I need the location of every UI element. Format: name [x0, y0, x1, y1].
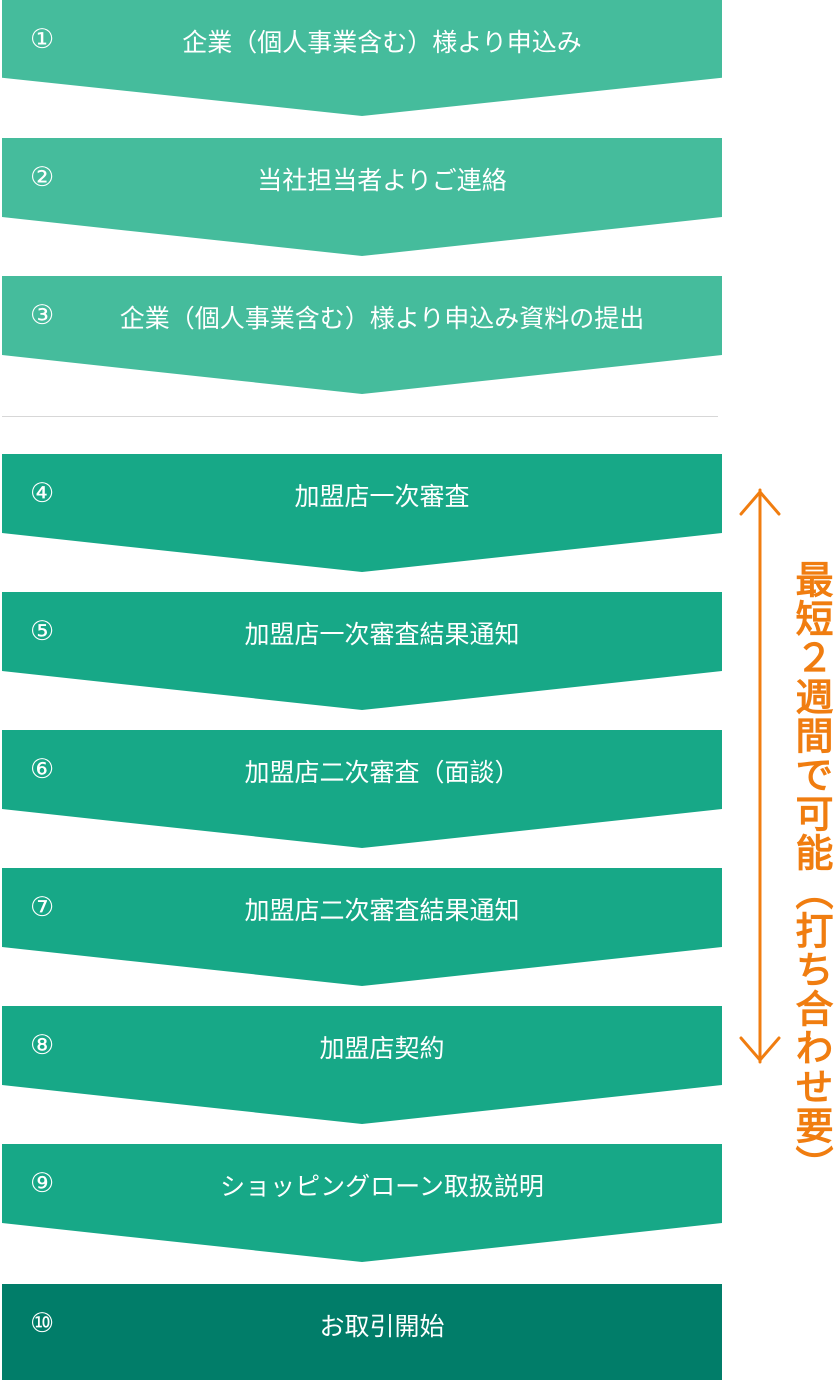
step-number: ③	[30, 300, 55, 331]
step-label: お取引開始	[319, 1312, 445, 1341]
step-8: ⑧ 加盟店契約	[2, 1006, 722, 1124]
step-number: ⑩	[30, 1308, 55, 1339]
step-1: ① 企業（個人事業含む）様より申込み	[2, 0, 722, 116]
step-5: ⑤ 加盟店一次審査結果通知	[2, 592, 722, 710]
step-label: 企業（個人事業含む）様より申込み	[182, 28, 582, 57]
step-3: ③ 企業（個人事業含む）様より申込み資料の提出	[2, 276, 722, 394]
step-label: 加盟店一次審査結果通知	[244, 620, 520, 649]
step-6: ⑥ 加盟店二次審査（面談）	[2, 730, 722, 848]
step-label: 加盟店二次審査結果通知	[244, 896, 520, 925]
step-label: 加盟店二次審査（面談）	[244, 758, 520, 787]
step-number: ④	[30, 478, 55, 509]
step-4: ④ 加盟店一次審査	[2, 454, 722, 572]
step-number: ⑦	[30, 892, 55, 923]
step-label: 企業（個人事業含む）様より申込み資料の提出	[119, 304, 645, 333]
step-number: ⑨	[30, 1168, 55, 1199]
step-number: ②	[30, 162, 55, 193]
step-number: ⑥	[30, 754, 55, 785]
step-label: 加盟店一次審査	[294, 482, 470, 511]
step-label: 当社担当者よりご連絡	[257, 166, 507, 195]
step-label: 加盟店契約	[319, 1034, 445, 1063]
step-number: ①	[30, 24, 55, 55]
step-10: ⑩ お取引開始	[2, 1284, 722, 1380]
step-label: ショッピングローン取扱説明	[220, 1172, 544, 1201]
step-number: ⑧	[30, 1030, 55, 1061]
step-9: ⑨ ショッピングローン取扱説明	[2, 1144, 722, 1262]
step-7: ⑦ 加盟店二次審査結果通知	[2, 868, 722, 986]
double-arrow-icon	[739, 488, 781, 1064]
step-2: ② 当社担当者よりご連絡	[2, 138, 722, 256]
duration-note: 最短２週間で可能（打ち合わせ要）	[789, 560, 833, 1184]
section-divider	[2, 416, 718, 417]
step-number: ⑤	[30, 616, 55, 647]
